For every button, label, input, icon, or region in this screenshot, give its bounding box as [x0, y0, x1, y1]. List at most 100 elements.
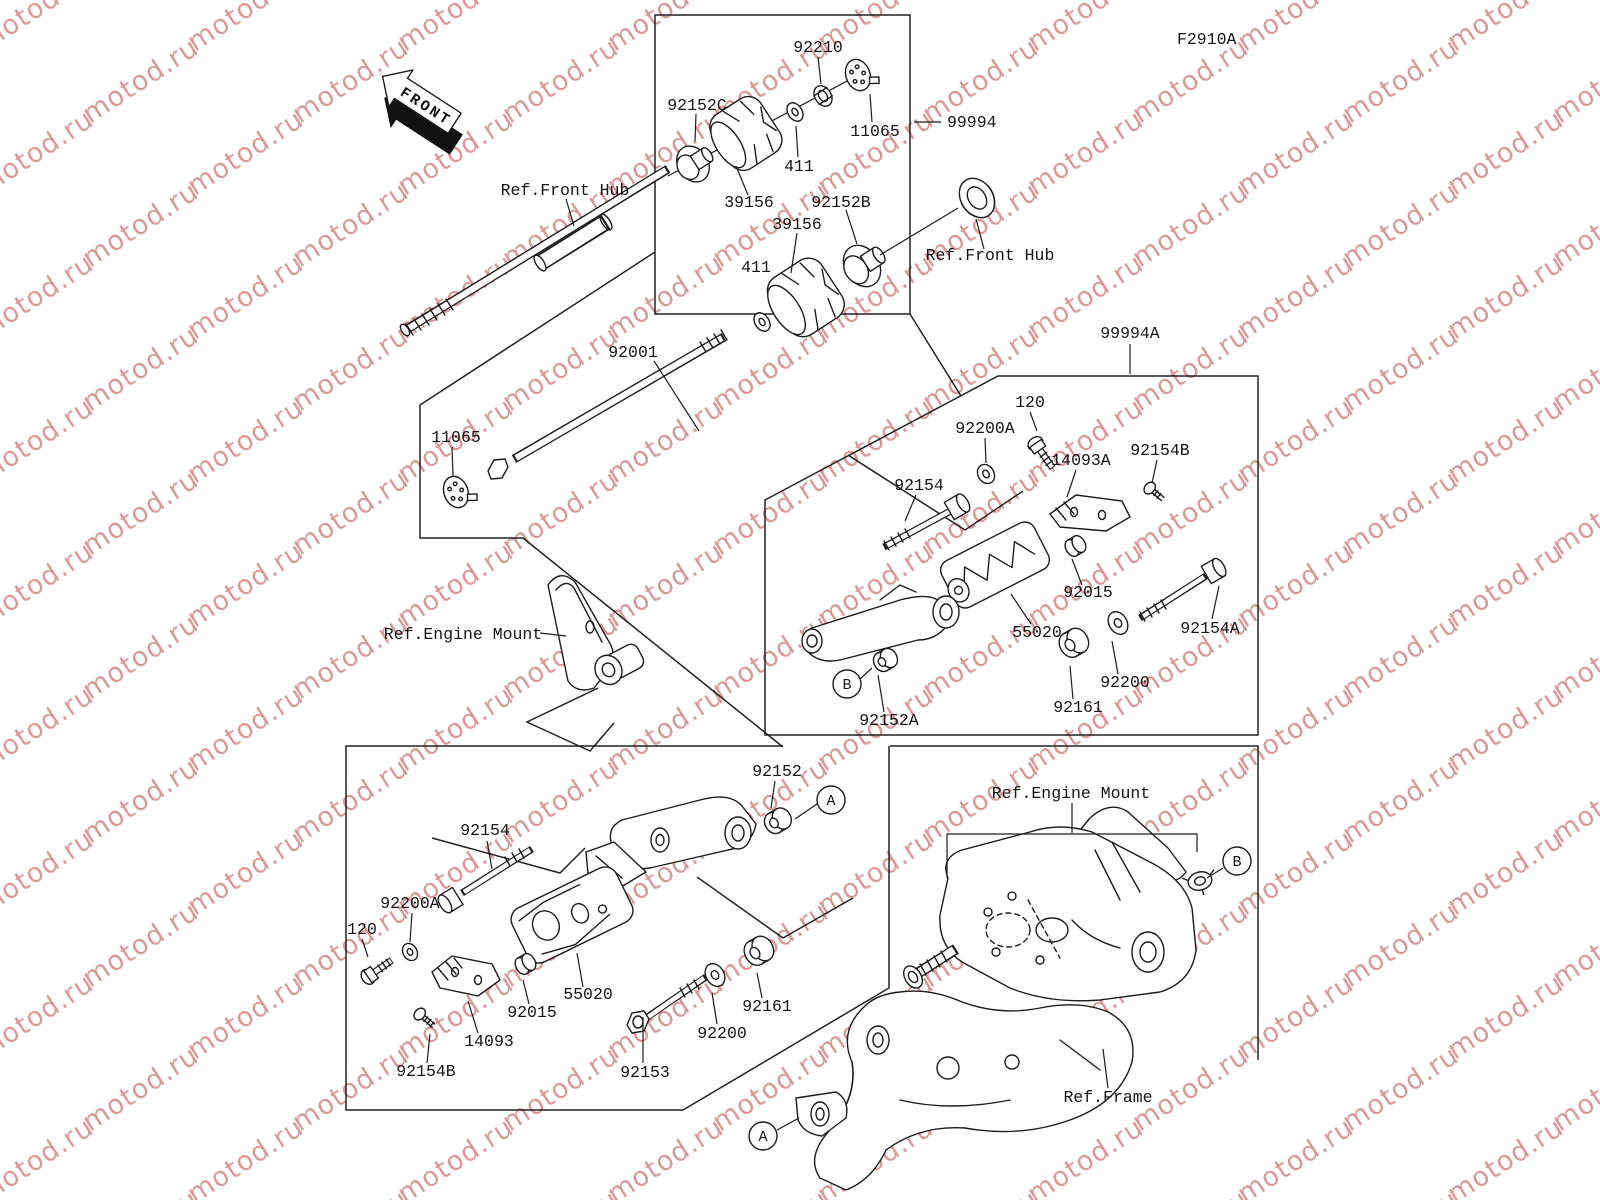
- part-411-washer-top: [786, 102, 804, 122]
- watermark-text: motod.ru: [917, 1184, 1044, 1200]
- label-92161-l: 92161: [742, 997, 792, 1016]
- kit-box-99994a: [764, 375, 1259, 736]
- label-92154b-l: 92154B: [396, 1062, 456, 1081]
- part-92154b-l-screw: [413, 1007, 436, 1028]
- watermark-text: motod.ru: [707, 1184, 834, 1200]
- label-39156-top: 39156: [724, 193, 774, 212]
- watermark-text: motod.ru: [1442, 968, 1569, 1066]
- watermark-text: motod.ru: [1442, 824, 1569, 922]
- watermark-text: motod.ru: [287, 1184, 414, 1200]
- watermark-text: motod.ru: [602, 392, 729, 490]
- watermark-text: motod.ru: [182, 824, 309, 922]
- label-99994: 99994: [947, 113, 997, 132]
- watermark-text: motod.ru: [287, 608, 414, 706]
- label-92200a-l: 92200A: [380, 894, 440, 913]
- watermark-text: motod.ru: [0, 536, 99, 634]
- part-92200r-washer: [1107, 610, 1129, 636]
- watermark-text: motod.ru: [77, 608, 204, 706]
- part-39156-slider-cone-top: [709, 95, 783, 172]
- part-92210-nut: [812, 85, 834, 107]
- connector-line-2: [847, 454, 1024, 531]
- marker-b-label-1: B: [842, 677, 851, 694]
- axle-assembly-mid: [442, 177, 996, 509]
- label-14093a: 14093A: [1051, 451, 1111, 470]
- v-connector-left: [431, 837, 586, 874]
- watermark-text: motod.ru: [602, 1112, 729, 1200]
- watermark-text: motod.ru: [497, 1184, 624, 1200]
- ref-frame-part: [795, 990, 1134, 1191]
- watermark-text: motod.ru: [1337, 752, 1464, 850]
- label-411-top: 411: [784, 157, 814, 176]
- watermark-text: motod.ru: [77, 176, 204, 274]
- label-92154-l: 92154: [460, 821, 510, 840]
- part-11065-rotor-top: [844, 58, 880, 92]
- watermark-text: motod.ru: [287, 464, 414, 562]
- watermark-text: motod.ru: [1442, 248, 1569, 346]
- marker-a-label-2: A: [758, 1129, 767, 1146]
- watermark-text: motod.ru: [1337, 176, 1464, 274]
- part-right-stay-arm: [801, 584, 960, 662]
- label-92154b-r: 92154B: [1130, 441, 1190, 460]
- kit-box-lower-left: [345, 745, 890, 1111]
- part-92152b-cap: [842, 244, 886, 288]
- label-11065-mid: 11065: [431, 428, 481, 447]
- watermark-text: motod.ru: [182, 968, 309, 1066]
- watermark-text: motod.ru: [392, 1112, 519, 1200]
- part-55020r-slider-bracket: [939, 521, 1051, 609]
- label-92210: 92210: [793, 38, 843, 57]
- ref-engine-mount-left-part: [547, 575, 645, 691]
- watermark-text: motod.ru: [392, 0, 519, 58]
- watermark-text: motod.ru: [1337, 32, 1464, 130]
- watermark-text: motod.ru: [497, 1040, 624, 1138]
- connector-line-1: [909, 313, 962, 397]
- part-92015l-bushing: [514, 952, 537, 976]
- watermark-text: motod.ru: [287, 176, 414, 274]
- part-92015r-bushing: [1064, 534, 1087, 558]
- watermark-text: motod.ru: [497, 752, 624, 850]
- axle2-thread-hatch: [699, 329, 728, 353]
- part-55020l-slider-body: [510, 866, 634, 964]
- label-92152b: 92152B: [811, 193, 871, 212]
- label-92152: 92152: [752, 762, 802, 781]
- label-92161-r: 92161: [1053, 698, 1103, 717]
- part-92152-bushing: [763, 807, 793, 835]
- part-92161r-bushing: [1058, 627, 1090, 659]
- kit-outline-boxes: [345, 14, 1259, 1111]
- watermark-text: motod.ru: [497, 32, 624, 130]
- marker-a-label-1: A: [826, 793, 835, 810]
- right-kit-parts: [801, 436, 1227, 673]
- part-39156-slider-cone-mid: [766, 257, 845, 338]
- marker-b-label-2: B: [1232, 854, 1241, 871]
- label-ref-front-hub-left: Ref.Front Hub: [501, 181, 630, 200]
- watermark-text: motod.ru: [1127, 176, 1254, 274]
- label-ref-frame: Ref.Frame: [1063, 1088, 1152, 1107]
- watermark-text: motod.ru: [0, 1112, 99, 1200]
- front-arrow-face: [381, 69, 462, 134]
- watermark-text: motod.ru: [1232, 392, 1359, 490]
- label-ref-front-hub-right: Ref.Front Hub: [926, 246, 1055, 265]
- watermark-text: motod.ru: [812, 104, 939, 202]
- label-92154-r: 92154: [894, 476, 944, 495]
- label-55020-r: 55020: [1012, 623, 1062, 642]
- part-labels: F2910A Ref.Front Hub Ref.Front Hub 92210…: [347, 30, 1240, 1107]
- watermark-text: motod.ru: [182, 1112, 309, 1200]
- watermark-text: motod.ru: [1337, 1184, 1464, 1200]
- label-92200-r: 92200: [1100, 673, 1150, 692]
- label-92001: 92001: [608, 343, 658, 362]
- watermark-text: motod.ru: [1442, 392, 1569, 490]
- ref-engine-mount-right-part: [903, 806, 1215, 1002]
- front-arrow-shadow: [384, 91, 463, 155]
- label-92154a: 92154A: [1180, 619, 1240, 638]
- watermark-text: motod.ru: [392, 680, 519, 778]
- label-99994a: 99994A: [1100, 324, 1160, 343]
- part-120r-bolt: [1027, 436, 1056, 471]
- watermark-text: motod.ru: [77, 752, 204, 850]
- watermark-text: motod.ru: [812, 824, 939, 922]
- watermark-text: motod.ru: [602, 680, 729, 778]
- label-120-r: 120: [1015, 393, 1045, 412]
- watermark-text: motod.ru: [602, 536, 729, 634]
- watermark-text: motod.ru: [0, 0, 99, 58]
- watermark-text: motod.ru: [1232, 968, 1359, 1066]
- part-14093a-plate: [1049, 494, 1131, 532]
